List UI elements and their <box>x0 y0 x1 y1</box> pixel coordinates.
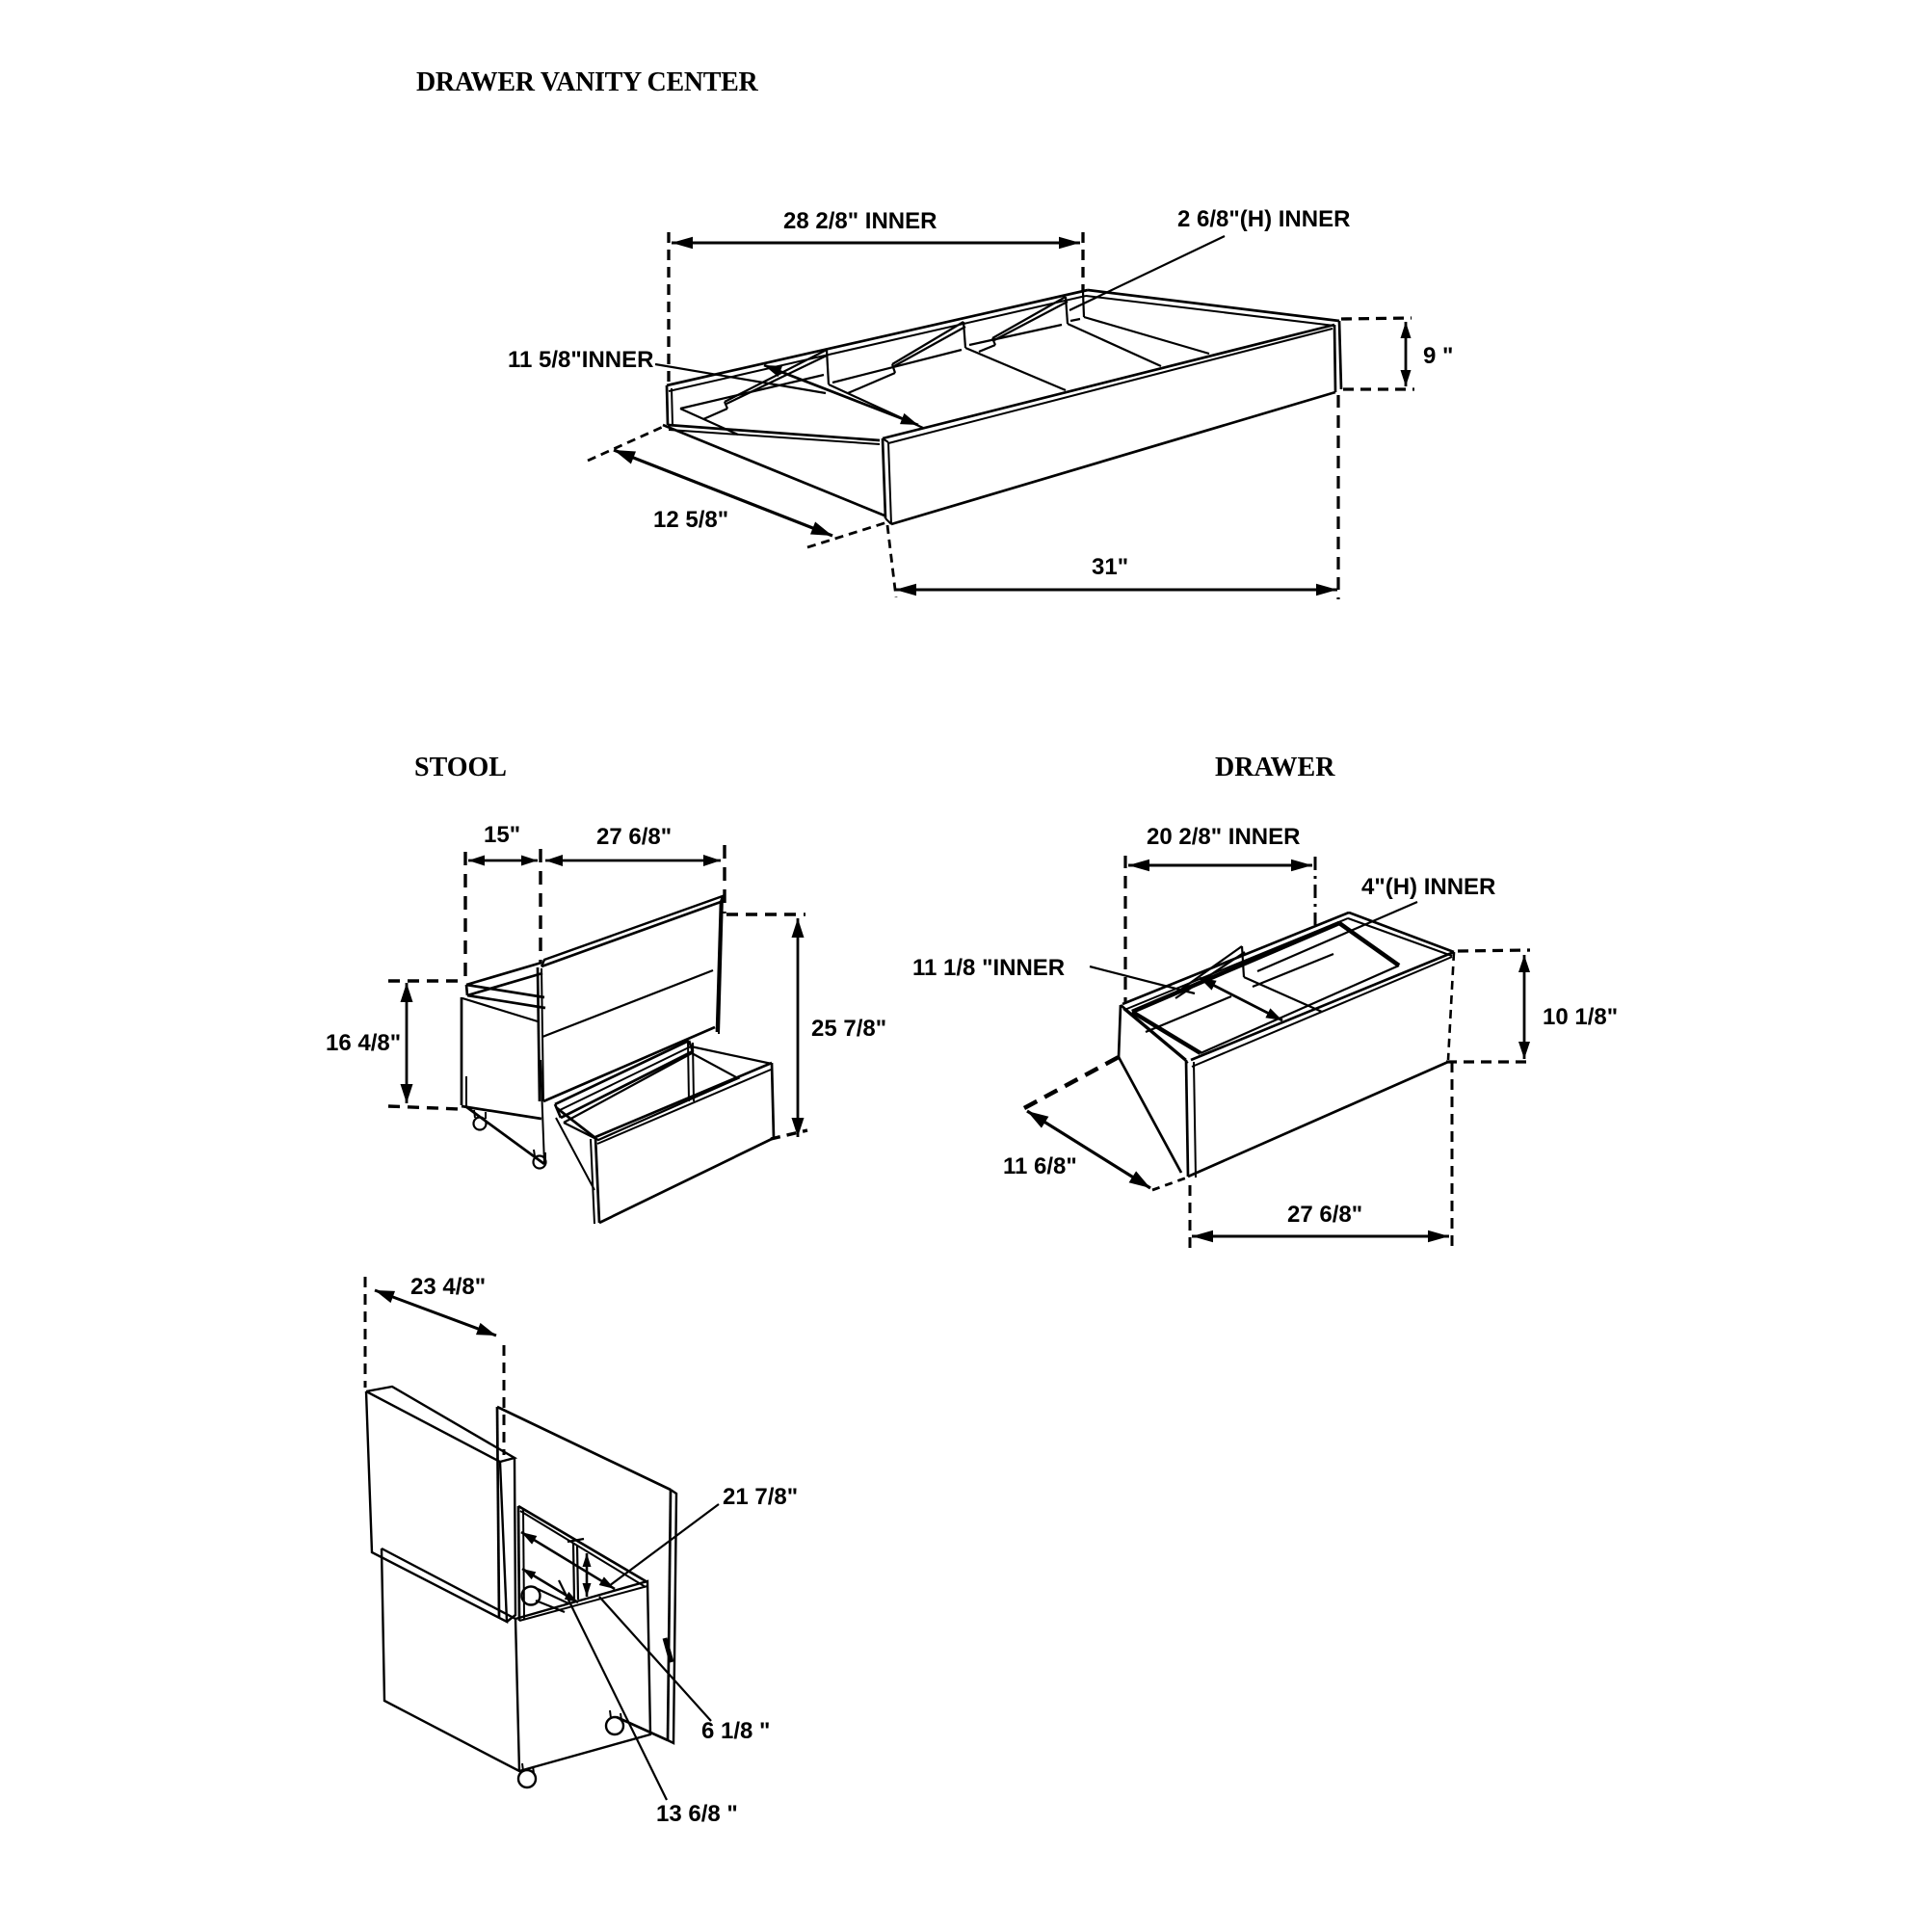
svg-text:11 6/8": 11 6/8" <box>1003 1153 1077 1179</box>
svg-text:2 6/8"(H) INNER: 2 6/8"(H) INNER <box>1177 206 1350 232</box>
svg-text:12 5/8": 12 5/8" <box>653 507 728 533</box>
svg-text:23 4/8": 23 4/8" <box>410 1274 486 1300</box>
svg-text:10 1/8": 10 1/8" <box>1543 1004 1618 1030</box>
svg-text:STOOL: STOOL <box>414 753 507 782</box>
svg-text:11 5/8"INNER: 11 5/8"INNER <box>508 347 653 373</box>
svg-text:13 6/8 ": 13 6/8 " <box>656 1801 738 1827</box>
svg-text:11 1/8 "INNER: 11 1/8 "INNER <box>912 955 1065 981</box>
svg-text:6 1/8 ": 6 1/8 " <box>701 1718 770 1744</box>
svg-text:21 7/8": 21 7/8" <box>723 1484 798 1510</box>
svg-text:20 2/8" INNER: 20 2/8" INNER <box>1147 824 1300 850</box>
svg-text:25 7/8": 25 7/8" <box>811 1016 886 1042</box>
svg-text:31": 31" <box>1092 554 1128 580</box>
svg-text:4"(H) INNER: 4"(H) INNER <box>1361 874 1495 900</box>
svg-text:27 6/8": 27 6/8" <box>596 824 672 850</box>
svg-text:9 ": 9 " <box>1423 343 1453 369</box>
svg-text:27 6/8": 27 6/8" <box>1287 1202 1362 1228</box>
svg-text:DRAWER VANITY CENTER: DRAWER VANITY CENTER <box>416 67 759 97</box>
svg-text:15": 15" <box>484 822 520 848</box>
svg-text:28 2/8" INNER: 28 2/8" INNER <box>783 208 937 234</box>
svg-text:DRAWER: DRAWER <box>1215 753 1335 782</box>
svg-text:16 4/8": 16 4/8" <box>326 1030 401 1056</box>
